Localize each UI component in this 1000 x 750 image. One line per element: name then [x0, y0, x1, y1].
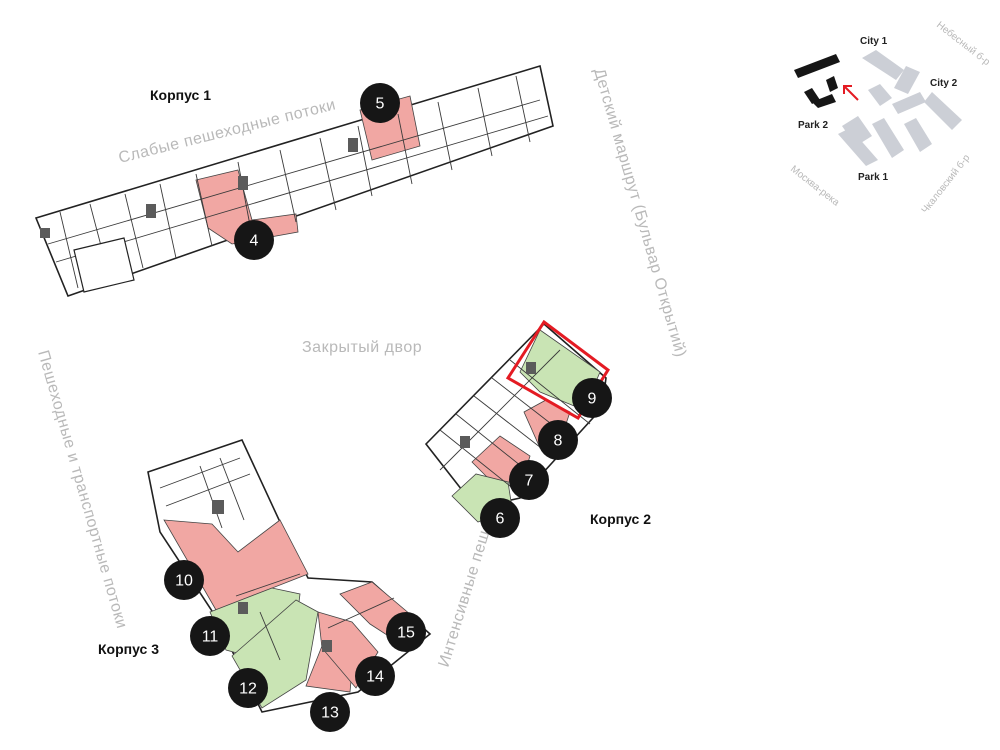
building-2-label: Корпус 2 [590, 511, 651, 527]
marker-15-label: 15 [397, 625, 415, 642]
marker-10[interactable]: 10 [164, 560, 204, 600]
minimap-moskva-reka-label: Москва-река [788, 164, 841, 209]
building-3-label: Корпус 3 [98, 641, 159, 657]
building-3 [147, 439, 432, 713]
arrow-up-left-icon [843, 85, 859, 101]
marker-6-label: 6 [496, 511, 505, 528]
building-1-label: Корпус 1 [150, 87, 211, 103]
marker-6[interactable]: 6 [480, 498, 520, 538]
marker-5[interactable]: 5 [360, 83, 400, 123]
minimap-current-buildings [794, 54, 840, 108]
minimap-nebesny-label: Небесный б-р [934, 19, 993, 68]
marker-14-label: 14 [366, 669, 384, 686]
marker-15[interactable]: 15 [386, 612, 426, 652]
minimap-park2-label: Park 2 [798, 120, 828, 131]
marker-13[interactable]: 13 [310, 692, 350, 732]
closed-yard-label: Закрытый двор [302, 339, 422, 356]
marker-4[interactable]: 4 [234, 220, 274, 260]
building-1 [34, 64, 554, 298]
marker-4-label: 4 [250, 233, 259, 250]
marker-9-label: 9 [588, 391, 597, 408]
marker-13-label: 13 [321, 705, 339, 722]
minimap-park1-label: Park 1 [858, 172, 888, 183]
marker-8[interactable]: 8 [538, 420, 578, 460]
marker-12-label: 12 [239, 681, 257, 698]
childrens-route-label: Детский маршрут (Бульвар Открытий) [590, 66, 689, 359]
marker-5-label: 5 [376, 96, 385, 113]
marker-11-label: 11 [202, 629, 219, 646]
marker-9[interactable]: 9 [572, 378, 612, 418]
minimap[interactable]: Небесный б-р Чкаловский б-р Москва-река … [788, 19, 993, 216]
marker-12[interactable]: 12 [228, 668, 268, 708]
minimap-city2-label: City 2 [930, 78, 958, 89]
minimap-chkalovsky-label: Чкаловский б-р [919, 152, 973, 216]
marker-14[interactable]: 14 [355, 656, 395, 696]
marker-11[interactable]: 11 [190, 616, 230, 656]
marker-8-label: 8 [554, 433, 563, 450]
selected-unit-outline [505, 319, 611, 421]
marker-7[interactable]: 7 [509, 460, 549, 500]
marker-7-label: 7 [525, 473, 534, 490]
minimap-city1-label: City 1 [860, 36, 888, 47]
marker-10-label: 10 [175, 573, 193, 590]
pedestrian-transport-label: Пешеходные и транспортные потоки [34, 348, 130, 630]
minimap-other-buildings [838, 50, 962, 166]
